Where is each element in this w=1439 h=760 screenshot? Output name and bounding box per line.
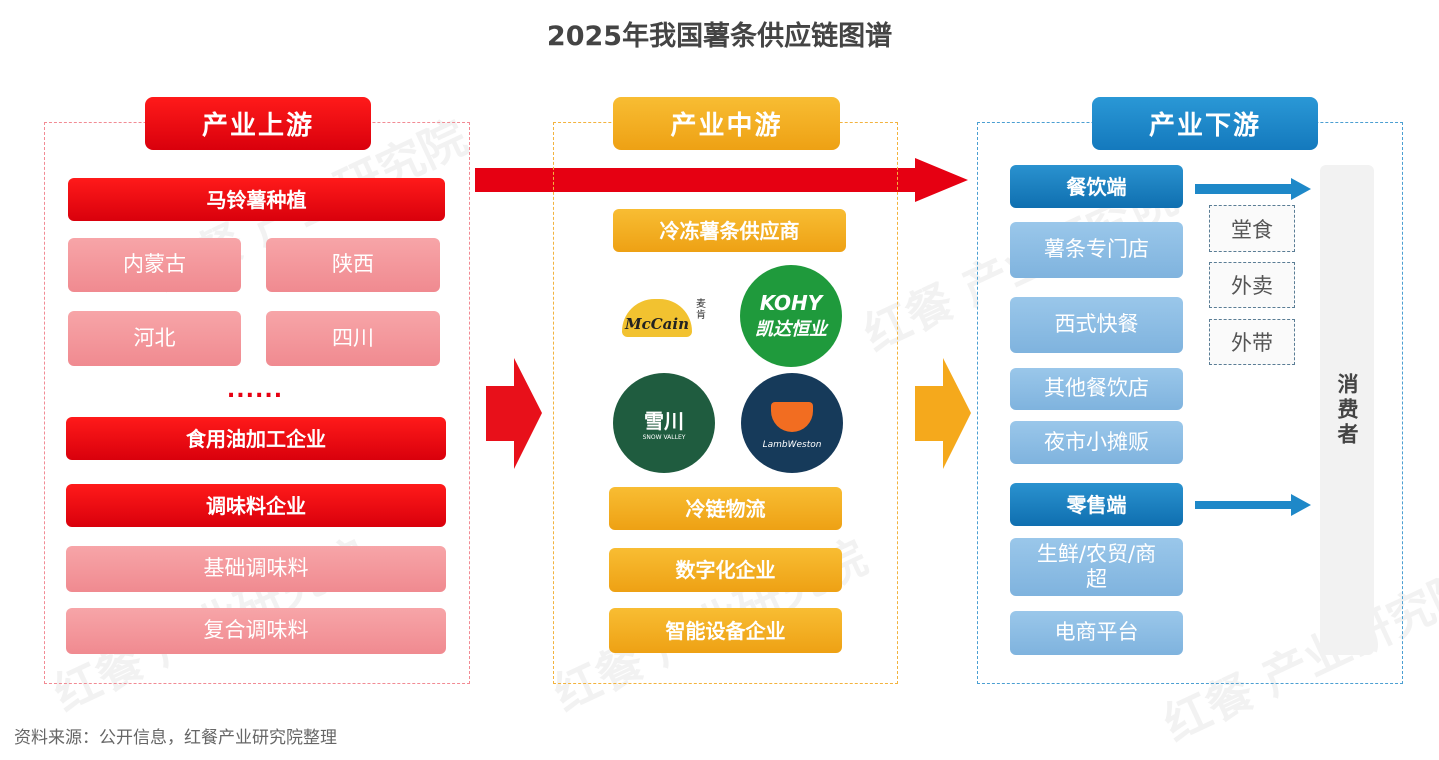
channel-delivery: 外卖 [1209, 262, 1295, 308]
consumer-bar: 消费者 [1320, 165, 1374, 655]
page-title: 2025年我国薯条供应链图谱 [546, 21, 893, 52]
mid-item: 数字化企业 [609, 548, 842, 592]
potato-planting: 马铃薯种植 [68, 178, 445, 221]
fries-icon [771, 402, 813, 432]
region-item: 四川 [266, 311, 440, 366]
source-note: 资料来源：公开信息，红餐产业研究院整理 [14, 728, 337, 748]
catering-item: 其他餐饮店 [1010, 368, 1183, 410]
oil-processing: 食用油加工企业 [66, 417, 446, 460]
region-item: 陕西 [266, 238, 440, 292]
downstream-header: 产业下游 [1092, 97, 1318, 150]
catering-item: 薯条专门店 [1010, 222, 1183, 278]
kohy-logo: KOHY 凯达恒业 [740, 265, 842, 367]
region-item: 河北 [68, 311, 241, 366]
mccain-text: McCain [622, 299, 692, 337]
catering-item: 夜市小摊贩 [1010, 421, 1183, 464]
seasoning-item: 复合调味料 [66, 608, 446, 654]
long-red-arrow-icon [475, 158, 968, 202]
retail-arrow-icon [1195, 494, 1311, 516]
consumer-label: 消费者 [1335, 372, 1359, 448]
upstream-header: 产业上游 [145, 97, 371, 150]
ellipsis: ...... [226, 378, 284, 403]
lambweston-text: LambWeston [762, 440, 822, 450]
orange-arrow-icon [915, 358, 971, 469]
mccain-cn-text: 麦肯 [696, 299, 706, 321]
catering-item: 西式快餐 [1010, 297, 1183, 353]
kohy-text: KOHY [759, 291, 823, 315]
snowvalley-logo: 雪川 SNOW VALLEY [613, 373, 715, 473]
mccain-logo: McCain 麦肯 [622, 295, 712, 340]
mid-item: 智能设备企业 [609, 608, 842, 653]
region-item: 内蒙古 [68, 238, 241, 292]
catering-segment: 餐饮端 [1010, 165, 1183, 208]
retail-item: 电商平台 [1010, 611, 1183, 655]
retail-item: 生鲜/农贸/商超 [1010, 538, 1183, 596]
seasoning-enterprise: 调味料企业 [66, 484, 446, 527]
mid-item: 冷链物流 [609, 487, 842, 530]
channel-dine-in: 堂食 [1209, 205, 1295, 252]
catering-arrow-icon [1195, 178, 1311, 200]
red-arrow-icon [486, 358, 542, 469]
retail-segment: 零售端 [1010, 483, 1183, 526]
frozen-fries-supplier: 冷冻薯条供应商 [613, 209, 846, 252]
snowvalley-cn-text: 雪川 [644, 409, 684, 433]
midstream-header: 产业中游 [613, 97, 840, 150]
snowvalley-text: SNOW VALLEY [642, 434, 686, 441]
kohy-cn-text: 凯达恒业 [755, 319, 827, 340]
midstream-panel [553, 122, 898, 684]
channel-takeaway: 外带 [1209, 319, 1295, 365]
seasoning-item: 基础调味料 [66, 546, 446, 592]
lambweston-logo: LambWeston [741, 373, 843, 473]
